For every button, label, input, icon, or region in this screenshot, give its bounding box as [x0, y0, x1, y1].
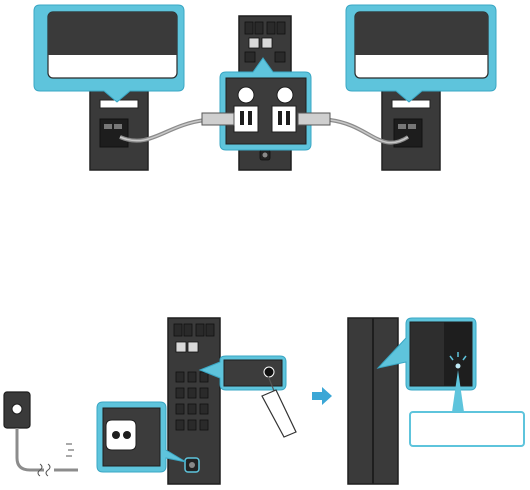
right-output-terminal: [271, 105, 297, 133]
left-output-terminal: [233, 105, 259, 133]
soundbar-side: [347, 317, 399, 485]
indicator-callout: [376, 317, 525, 447]
id-set-callout: [198, 355, 287, 391]
right-speaker: [381, 85, 441, 171]
left-cable-plug: [201, 112, 235, 126]
bottom-panel: [3, 317, 525, 485]
top-panel: [33, 4, 497, 171]
speaker-terminal: [99, 118, 129, 148]
right-speaker-callout: [345, 4, 497, 103]
plug-icon: [3, 391, 78, 477]
indicator-led-icon: [449, 352, 467, 369]
power-socket-callout: [96, 401, 187, 473]
speaker-cables: [119, 112, 410, 145]
subwoofer-terminal-callout: [219, 57, 312, 151]
pin-tool-icon: [261, 375, 297, 438]
right-cable-plug: [297, 112, 331, 126]
arrow-right-icon: [312, 387, 332, 405]
left-speaker-callout: [33, 4, 185, 103]
